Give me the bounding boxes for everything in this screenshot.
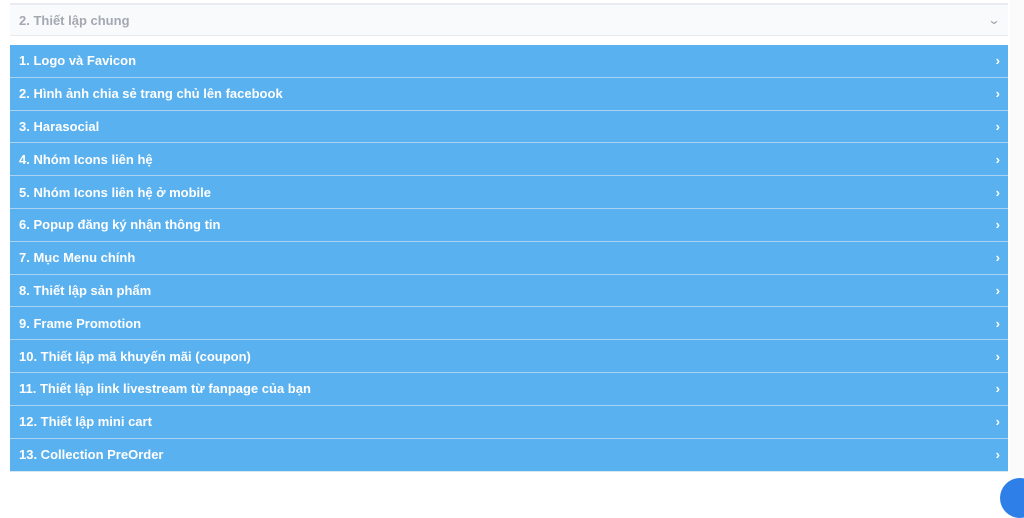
chevron-right-icon: › (995, 282, 1000, 298)
accordion-item[interactable]: 5. Nhóm Icons liên hệ ở mobile › (10, 176, 1008, 209)
accordion-item-label: 12. Thiết lập mini cart (19, 414, 152, 430)
accordion-item-label: 4. Nhóm Icons liên hệ (19, 151, 153, 167)
accordion-item-label: 8. Thiết lập sản phẩm (19, 282, 152, 298)
accordion-item-label: 3. Harasocial (19, 118, 100, 134)
chevron-right-icon: › (995, 118, 1000, 134)
chevron-right-icon: › (995, 348, 1000, 364)
accordion-item-label: 2. Hình ảnh chia sẻ trang chủ lên facebo… (19, 86, 283, 102)
chevron-right-icon: › (995, 151, 1000, 167)
section-title: 2. Thiết lập chung (19, 12, 130, 28)
accordion-item-label: 6. Popup đăng ký nhận thông tin (19, 217, 221, 233)
chevron-right-icon: › (995, 53, 1000, 69)
accordion-item-label: 1. Logo và Favicon (19, 53, 137, 69)
accordion-item-label: 11. Thiết lập link livestream từ fanpage… (19, 381, 311, 397)
accordion-item-label: 7. Mục Menu chính (19, 250, 136, 266)
accordion-item[interactable]: 10. Thiết lập mã khuyến mãi (coupon) › (10, 340, 1008, 373)
accordion-item[interactable]: 6. Popup đăng ký nhận thông tin › (10, 208, 1008, 242)
accordion-item[interactable]: 12. Thiết lập mini cart › (10, 405, 1008, 439)
chevron-right-icon: › (995, 447, 1000, 463)
chevron-right-icon: › (995, 86, 1000, 102)
accordion-item[interactable]: 2. Hình ảnh chia sẻ trang chủ lên facebo… (10, 77, 1008, 111)
chevron-right-icon: › (995, 381, 1000, 397)
chevron-right-icon: › (995, 184, 1000, 200)
settings-accordion-list: 1. Logo và Favicon › 2. Hình ảnh chia sẻ t… (10, 45, 1008, 473)
accordion-item-label: 5. Nhóm Icons liên hệ ở mobile (19, 184, 211, 200)
accordion-item-label: 10. Thiết lập mã khuyến mãi (coupon) (19, 348, 251, 364)
accordion-item[interactable]: 8. Thiết lập sản phẩm › (10, 274, 1008, 308)
page-edge (1010, 0, 1024, 487)
accordion-item[interactable]: 9. Frame Promotion › (10, 307, 1008, 341)
accordion-item[interactable]: 4. Nhóm Icons liên hệ › (10, 143, 1008, 177)
chevron-right-icon: › (995, 315, 1000, 331)
chat-button[interactable] (1000, 478, 1024, 518)
accordion-item-label: 13. Collection PreOrder (19, 447, 164, 463)
chevron-right-icon: › (995, 217, 1000, 233)
section-header-general-settings[interactable]: 2. Thiết lập chung ⌄ (10, 3, 1008, 36)
accordion-item-label: 9. Frame Promotion (19, 315, 142, 331)
chevron-down-icon[interactable]: ⌄ (987, 13, 1001, 27)
chevron-right-icon: › (995, 250, 1000, 266)
accordion-item[interactable]: 3. Harasocial › (10, 110, 1008, 144)
accordion-item[interactable]: 1. Logo và Favicon › (10, 45, 1008, 78)
accordion-item[interactable]: 11. Thiết lập link livestream từ fanpage… (10, 372, 1008, 406)
accordion-item[interactable]: 13. Collection PreOrder › (10, 438, 1008, 472)
chevron-right-icon: › (995, 414, 1000, 430)
accordion-item[interactable]: 7. Mục Menu chính › (10, 241, 1008, 275)
